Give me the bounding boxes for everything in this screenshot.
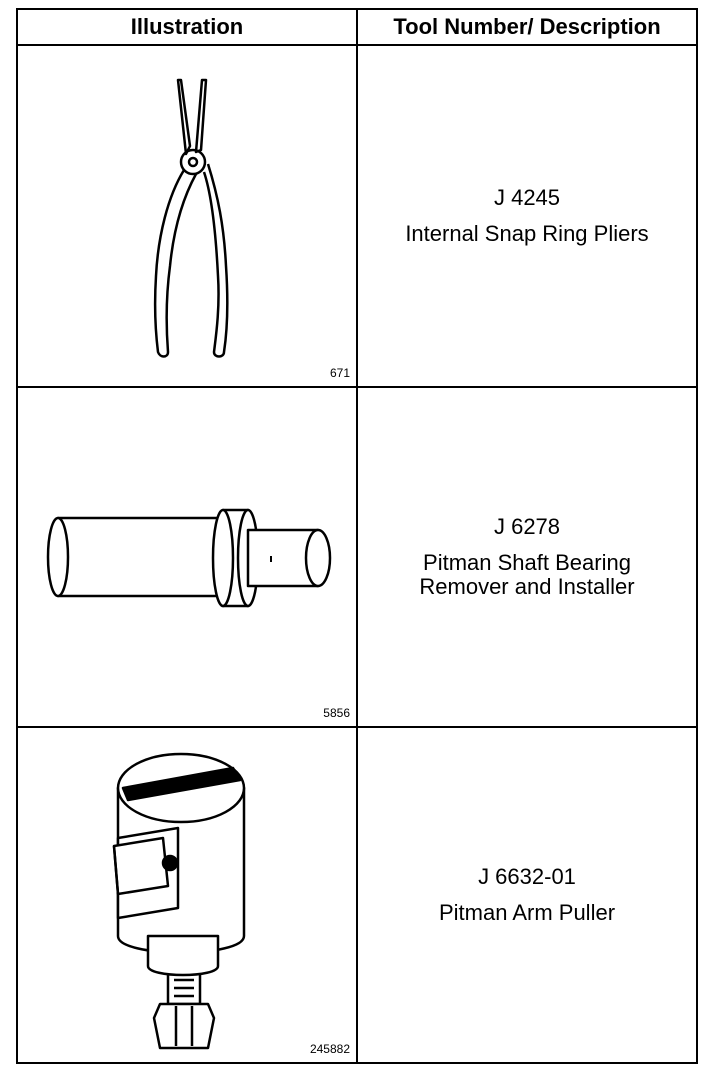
figure-number: 671 [329,366,350,380]
bearing-remover-installer-illustration [46,508,332,608]
header-tool-description: Tool Number/ Description [358,10,696,46]
illustration-cell-1: 671 [18,46,358,388]
tool-number: J 4245 [493,185,561,210]
tool-number: J 6278 [493,514,561,539]
tool-number: J 6632-01 [478,864,576,889]
header-illustration: Illustration [18,10,358,46]
tool-description: Pitman Arm Puller [438,900,616,925]
tool-description: Internal Snap Ring Pliers [405,221,649,246]
tool-table: Illustration Tool Number/ Description 67… [16,8,698,1064]
description-cell-1: J 4245 Internal Snap Ring Pliers [358,46,696,388]
description-cell-2: J 6278 Pitman Shaft Bearing Remover and … [358,388,696,728]
illustration-cell-2: 5856 [18,388,358,728]
snap-ring-pliers-illustration [153,78,229,358]
description-cell-3: J 6632-01 Pitman Arm Puller [358,728,696,1062]
figure-number: 245882 [309,1042,350,1056]
tool-description: Pitman Shaft Bearing Remover and Install… [419,550,635,599]
illustration-cell-3: 245882 [18,728,358,1062]
pitman-arm-puller-illustration [112,752,246,1050]
figure-number: 5856 [323,706,350,720]
